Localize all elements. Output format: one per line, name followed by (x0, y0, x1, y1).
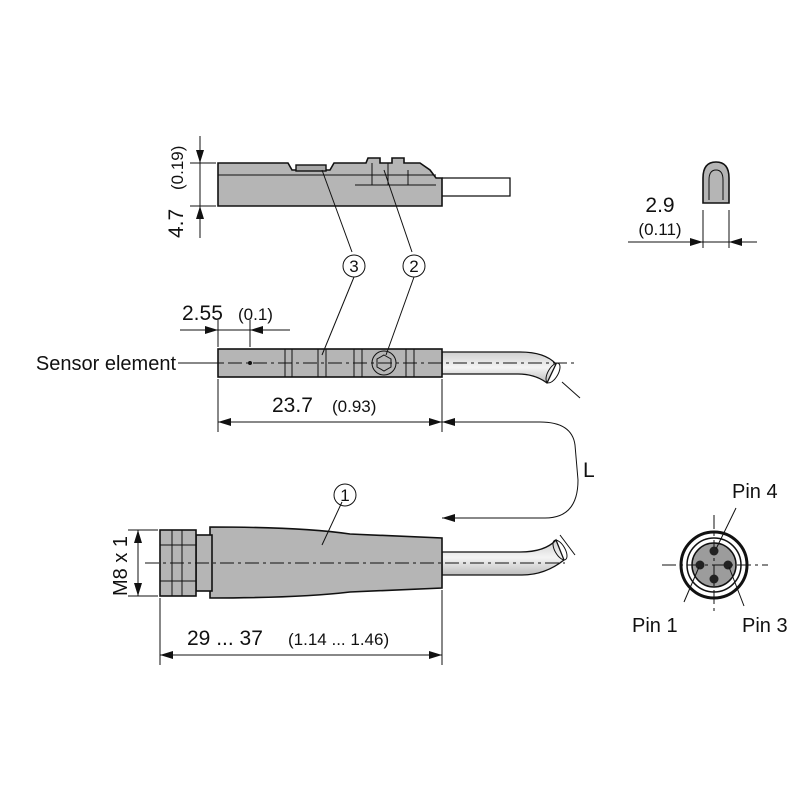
end-view: 2.9 (0.11) (628, 161, 757, 248)
callout-1: 1 (333, 483, 357, 507)
top-view: Sensor element 2.55 (0.1) 23.7 (0.93) (36, 276, 575, 432)
width-in-label: (0.11) (638, 220, 681, 239)
connector-mm-label: 29 ... 37 (187, 627, 263, 650)
svg-text:2: 2 (409, 257, 418, 276)
side-view: 4.7 (0.19) (165, 136, 511, 253)
sensor-element-label: Sensor element (36, 353, 177, 375)
svg-text:1: 1 (340, 486, 349, 505)
pin-1-label: Pin 1 (632, 615, 678, 637)
width-mm-label: 2.9 (645, 194, 674, 217)
pin-3-contact (723, 560, 733, 570)
pin-4-contact (709, 546, 719, 556)
pin-3-label: Pin 3 (742, 615, 788, 637)
cable-length-dimension: L (442, 381, 595, 556)
connector-in-label: (1.14 ... 1.46) (288, 630, 389, 649)
pin-2-contact (709, 574, 719, 584)
pin-1-contact (695, 560, 705, 570)
connector-view: M8 x 1 29 ... 37 (1.14 ... 1.46) (110, 501, 568, 665)
cable-length-label: L (583, 459, 595, 482)
svg-text:3: 3 (349, 257, 358, 276)
thread-label: M8 x 1 (110, 536, 132, 596)
pin-layout: Pin 4 Pin 1 Pin 3 (632, 481, 788, 637)
callout-2: 2 (402, 254, 426, 278)
height-mm-label: 4.7 (165, 209, 188, 238)
length-mm-label: 23.7 (272, 394, 313, 417)
callout-3: 3 (342, 254, 366, 278)
sensor-offset-in-label: (0.1) (238, 305, 273, 324)
pin-4-label: Pin 4 (732, 481, 778, 503)
sensor-offset-mm-label: 2.55 (182, 302, 223, 325)
length-in-label: (0.93) (332, 397, 376, 416)
height-in-label: (0.19) (168, 146, 187, 190)
